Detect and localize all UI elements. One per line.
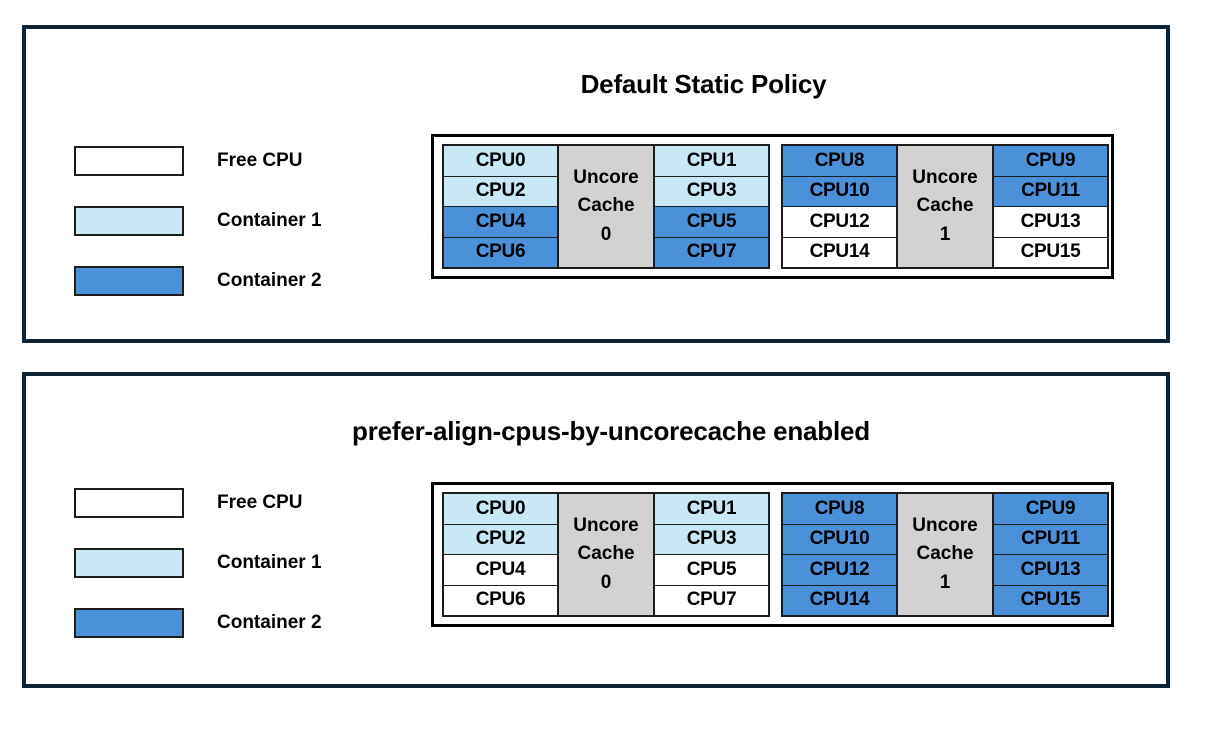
page-title: Default Static Policy (580, 69, 827, 99)
cpu-cell: CPU6 (444, 237, 557, 267)
uncore-cache-line-1: Uncore (573, 166, 639, 188)
legend-item-container-2: Container 2 (74, 593, 322, 653)
uncore-cache-line-1: Uncore (573, 514, 639, 536)
cpu-cell: CPU14 (783, 585, 896, 615)
cpu-cell: CPU0 (444, 146, 557, 177)
legend-label-container-1: Container 1 (217, 552, 322, 573)
uncore-cache-line-1: Uncore (912, 514, 978, 536)
cpu-cell: CPU8 (783, 494, 896, 525)
cpu-cell: CPU14 (783, 237, 896, 267)
legend: Free CPU Container 1 Container 2 (74, 473, 322, 653)
cache-group-0: CPU0 CPU2 CPU4 CPU6 Uncore Cache 0 CPU1 … (442, 492, 770, 617)
uncore-cache-line-2: Cache (916, 195, 974, 217)
cpu-cell: CPU11 (994, 524, 1107, 555)
legend-swatch-container-2 (74, 266, 184, 296)
uncore-cache-index: 0 (600, 223, 612, 245)
legend-label-free-cpu: Free CPU (217, 150, 303, 171)
legend-label-container-2: Container 2 (217, 612, 322, 633)
cpu-cell: CPU8 (783, 146, 896, 177)
cpu-column-left: CPU8 CPU10 CPU12 CPU14 (783, 494, 896, 615)
cpu-cell: CPU1 (655, 146, 768, 177)
cpu-cell: CPU5 (655, 555, 768, 586)
cpu-cell: CPU4 (444, 207, 557, 238)
cpu-cell: CPU5 (655, 207, 768, 238)
page-title: prefer-align-cpus-by-uncorecache enabled (352, 416, 870, 446)
cpu-cell: CPU10 (783, 524, 896, 555)
uncore-cache-box: Uncore Cache 0 (557, 494, 655, 615)
cpu-cell: CPU11 (994, 176, 1107, 207)
cpu-cell: CPU7 (655, 585, 768, 615)
uncore-cache-index: 1 (939, 223, 951, 245)
cache-group-1: CPU8 CPU10 CPU12 CPU14 Uncore Cache 1 CP… (781, 492, 1109, 617)
legend-item-free-cpu: Free CPU (74, 131, 322, 191)
cpu-cell: CPU13 (994, 555, 1107, 586)
cpu-cell: CPU12 (783, 555, 896, 586)
cpu-cell: CPU10 (783, 176, 896, 207)
legend-item-container-1: Container 1 (74, 191, 322, 251)
legend-swatch-container-1 (74, 548, 184, 578)
uncore-cache-line-2: Cache (577, 543, 635, 565)
legend-item-container-1: Container 1 (74, 533, 322, 593)
legend-label-free-cpu: Free CPU (217, 492, 303, 513)
cpu-cell: CPU2 (444, 176, 557, 207)
cpu-column-right: CPU1 CPU3 CPU5 CPU7 (655, 146, 768, 267)
cpu-cell: CPU9 (994, 494, 1107, 525)
legend-label-container-1: Container 1 (217, 210, 322, 231)
uncore-cache-line-1: Uncore (912, 166, 978, 188)
cpu-column-right: CPU9 CPU11 CPU13 CPU15 (994, 146, 1107, 267)
cpu-column-left: CPU0 CPU2 CPU4 CPU6 (444, 146, 557, 267)
legend-swatch-free-cpu (74, 146, 184, 176)
cpu-cell: CPU0 (444, 494, 557, 525)
cpu-cell: CPU6 (444, 585, 557, 615)
uncore-cache-index: 0 (600, 571, 612, 593)
legend-swatch-container-1 (74, 206, 184, 236)
cpu-topology-diagram: CPU0 CPU2 CPU4 CPU6 Uncore Cache 0 CPU1 … (431, 134, 1114, 279)
cpu-cell: CPU13 (994, 207, 1107, 238)
uncore-cache-box: Uncore Cache 1 (896, 494, 994, 615)
legend-item-container-2: Container 2 (74, 251, 322, 311)
cpu-column-left: CPU0 CPU2 CPU4 CPU6 (444, 494, 557, 615)
legend-swatch-free-cpu (74, 488, 184, 518)
legend-item-free-cpu: Free CPU (74, 473, 322, 533)
panel-default-static-policy: Default Static Policy Free CPU Container… (22, 25, 1170, 343)
cache-group-0: CPU0 CPU2 CPU4 CPU6 Uncore Cache 0 CPU1 … (442, 144, 770, 269)
legend: Free CPU Container 1 Container 2 (74, 131, 322, 311)
cpu-cell: CPU9 (994, 146, 1107, 177)
panel-prefer-align-cpus-by-uncorecache: prefer-align-cpus-by-uncorecache enabled… (22, 372, 1170, 688)
uncore-cache-index: 1 (939, 571, 951, 593)
cpu-column-right: CPU9 CPU11 CPU13 CPU15 (994, 494, 1107, 615)
cpu-cell: CPU12 (783, 207, 896, 238)
uncore-cache-box: Uncore Cache 1 (896, 146, 994, 267)
cpu-cell: CPU3 (655, 176, 768, 207)
cpu-column-right: CPU1 CPU3 CPU5 CPU7 (655, 494, 768, 615)
legend-label-container-2: Container 2 (217, 270, 322, 291)
cpu-cell: CPU1 (655, 494, 768, 525)
legend-swatch-container-2 (74, 608, 184, 638)
cache-group-1: CPU8 CPU10 CPU12 CPU14 Uncore Cache 1 CP… (781, 144, 1109, 269)
cpu-cell: CPU15 (994, 237, 1107, 267)
cpu-column-left: CPU8 CPU10 CPU12 CPU14 (783, 146, 896, 267)
cpu-cell: CPU7 (655, 237, 768, 267)
uncore-cache-line-2: Cache (577, 195, 635, 217)
cpu-cell: CPU15 (994, 585, 1107, 615)
uncore-cache-box: Uncore Cache 0 (557, 146, 655, 267)
cpu-cell: CPU2 (444, 524, 557, 555)
cpu-cell: CPU4 (444, 555, 557, 586)
cpu-topology-diagram: CPU0 CPU2 CPU4 CPU6 Uncore Cache 0 CPU1 … (431, 482, 1114, 627)
uncore-cache-line-2: Cache (916, 543, 974, 565)
cpu-cell: CPU3 (655, 524, 768, 555)
